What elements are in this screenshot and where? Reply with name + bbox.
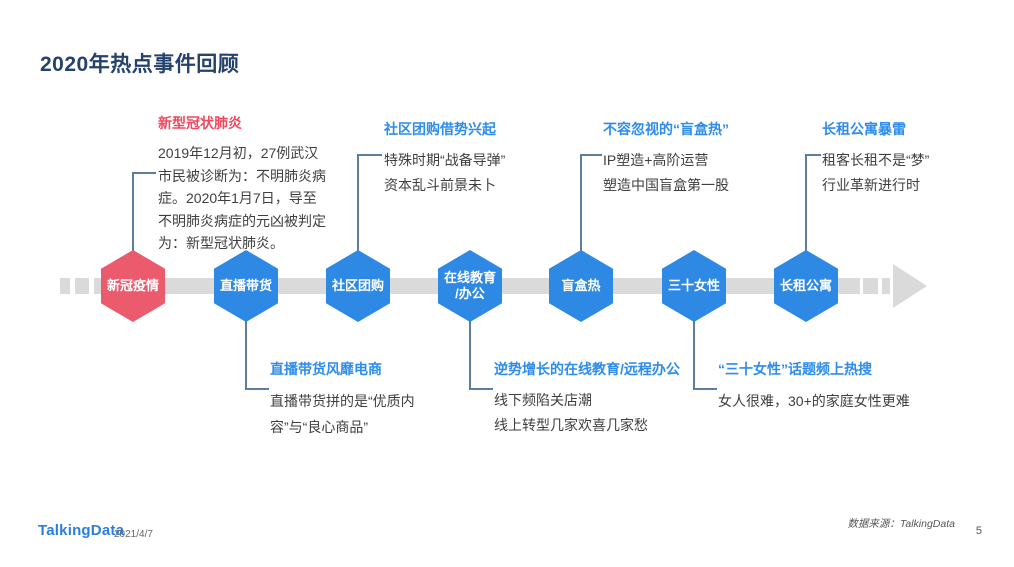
callout-covid: 新型冠状肺炎 2019年12月初，27例武汉市民被诊断为：不明肺炎病症。2020…	[158, 114, 336, 255]
timeline-node-livestream: 直播带货	[214, 250, 278, 322]
callout-blind-box: 不容忽视的“盲盒热” IP塑造+高阶运营 塑造中国盲盒第一股	[603, 120, 793, 198]
callout-title: “三十女性”话题频上热搜	[718, 361, 872, 377]
page-title: 2020年热点事件回顾	[40, 53, 240, 76]
callout-line: 线下频陷关店潮	[494, 392, 592, 408]
callout-title: 长租公寓暴雷	[822, 121, 906, 137]
callout-body: 女人很难，30+的家庭女性更难	[718, 393, 910, 409]
callout-thirty-women: “三十女性”话题频上热搜 女人很难，30+的家庭女性更难	[718, 360, 938, 414]
callout-title: 逆势增长的在线教育/远程办公	[494, 361, 680, 377]
callout-line: 线上转型几家欢喜几家愁	[494, 417, 648, 433]
connector-line	[805, 154, 821, 156]
callout-line: 特殊时期“战备导弹”	[384, 152, 506, 168]
data-source-note: 数据来源：TalkingData	[847, 518, 955, 530]
timeline-dash	[60, 278, 70, 294]
connector-line	[245, 388, 269, 390]
connector-line	[469, 316, 471, 390]
callout-title: 直播带货风靡电商	[270, 361, 382, 377]
connector-line	[580, 154, 582, 254]
connector-line	[132, 172, 156, 174]
arrow-right-icon	[893, 264, 927, 308]
connector-line	[693, 388, 717, 390]
connector-line	[132, 172, 134, 254]
timeline-node-online-education: 在线教育 /办公	[438, 250, 502, 322]
timeline-dash	[882, 278, 890, 294]
callout-title: 新型冠状肺炎	[158, 115, 242, 131]
timeline-dash	[863, 278, 878, 294]
timeline-node-group-buying: 社区团购	[326, 250, 390, 322]
callout-line: 资本乱斗前景未卜	[384, 177, 496, 193]
timeline-node-thirty-women: 三十女性	[662, 250, 726, 322]
callout-online-education: 逆势增长的在线教育/远程办公 线下频陷关店潮 线上转型几家欢喜几家愁	[494, 360, 714, 438]
callout-line: 租客长租不是“梦”	[822, 152, 930, 168]
callout-line: IP塑造+高阶运营	[603, 152, 709, 168]
timeline-node-blind-box: 盲盒热	[549, 250, 613, 322]
callout-line: 塑造中国盲盒第一股	[603, 177, 729, 193]
connector-line	[580, 154, 602, 156]
callout-line: 行业革新进行时	[822, 177, 920, 193]
callout-body: 直播带货拼的是“优质内容”与“良心商品”	[270, 393, 415, 435]
timeline-node-apartment: 长租公寓	[774, 250, 838, 322]
connector-line	[357, 154, 382, 156]
connector-line	[469, 388, 493, 390]
callout-group-buying: 社区团购借势兴起 特殊时期“战备导弹” 资本乱斗前景未卜	[384, 120, 574, 198]
footer-date: 2021/4/7	[114, 529, 153, 540]
timeline-dash	[75, 278, 89, 294]
connector-line	[245, 316, 247, 390]
callout-title: 社区团购借势兴起	[384, 121, 496, 137]
connector-line	[805, 154, 807, 254]
callout-livestream: 直播带货风靡电商 直播带货拼的是“优质内容”与“良心商品”	[270, 360, 430, 440]
connector-line	[357, 154, 359, 254]
callout-body: 2019年12月初，27例武汉市民被诊断为：不明肺炎病症。2020年1月7日，导…	[158, 145, 326, 251]
timeline-node-covid: 新冠疫情	[101, 250, 165, 322]
page-number: 5	[975, 525, 982, 537]
callout-apartment: 长租公寓暴雷 租客长租不是“梦” 行业革新进行时	[822, 120, 1002, 198]
connector-line	[693, 316, 695, 390]
talkingdata-logo: TalkingData	[38, 522, 125, 539]
callout-title: 不容忽视的“盲盒热”	[603, 121, 729, 137]
